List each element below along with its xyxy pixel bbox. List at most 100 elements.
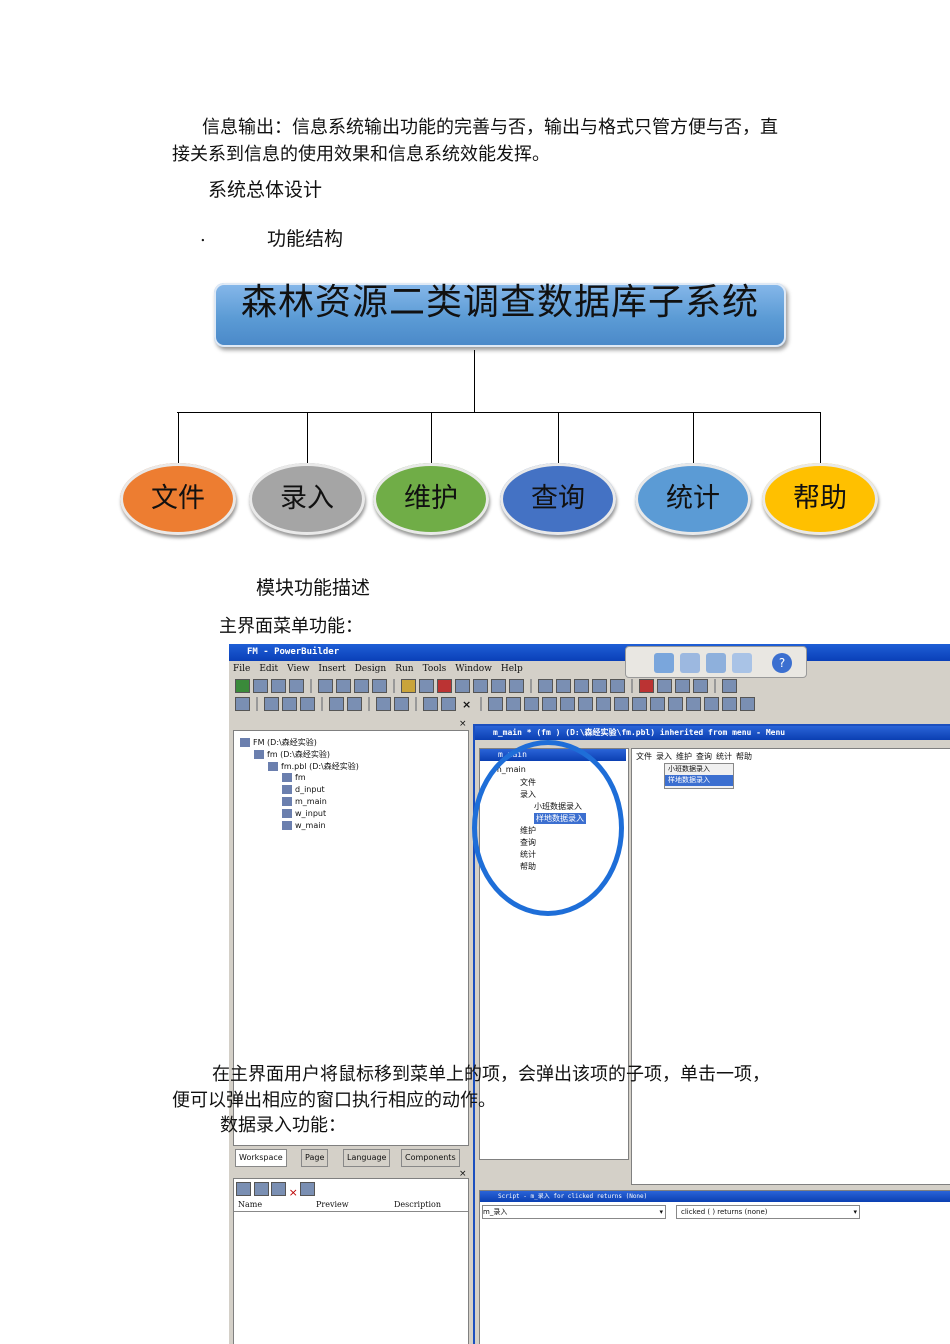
- preview-menu-item[interactable]: 统计: [716, 752, 732, 761]
- tool-icon[interactable]: [336, 679, 351, 693]
- paste-icon[interactable]: [300, 697, 315, 711]
- tool-icon[interactable]: [488, 697, 504, 711]
- tool-icon[interactable]: [632, 697, 648, 711]
- tool-icon[interactable]: [704, 697, 720, 711]
- tool-icon[interactable]: [596, 697, 612, 711]
- tool-icon[interactable]: [675, 679, 690, 693]
- tool-icon[interactable]: [654, 653, 674, 673]
- tree-item[interactable]: FM (D:\森经实验): [240, 737, 317, 748]
- tool-icon[interactable]: [722, 697, 738, 711]
- tool-icon[interactable]: [650, 697, 666, 711]
- tool-icon[interactable]: [639, 679, 654, 693]
- script-event-dropdown[interactable]: clicked ( ) returns (none) ▾: [676, 1205, 860, 1219]
- workspace-tab[interactable]: Components: [401, 1149, 460, 1167]
- tool-icon[interactable]: [732, 653, 752, 673]
- tree-item[interactable]: w_input: [282, 809, 326, 818]
- undo-icon[interactable]: [329, 697, 344, 711]
- tool-icon[interactable]: [354, 679, 369, 693]
- tool-icon[interactable]: [706, 653, 726, 673]
- menu-item[interactable]: Design: [354, 664, 387, 674]
- menu-item[interactable]: View: [287, 664, 310, 674]
- script-object-dropdown[interactable]: m_录入 ▾: [482, 1205, 666, 1219]
- tool-icon[interactable]: [423, 697, 438, 711]
- tool-icon[interactable]: [578, 697, 594, 711]
- save-icon[interactable]: [235, 697, 250, 711]
- tool-icon[interactable]: [473, 679, 488, 693]
- help-icon[interactable]: ?: [772, 653, 792, 673]
- tool-icon[interactable]: [693, 679, 708, 693]
- tool-icon[interactable]: [668, 697, 684, 711]
- column-header[interactable]: Preview: [316, 1200, 349, 1209]
- preview-menu-item[interactable]: 录入: [656, 752, 672, 761]
- menu-item[interactable]: Edit: [259, 664, 279, 674]
- tool-icon[interactable]: [318, 679, 333, 693]
- tool-icon[interactable]: [509, 679, 524, 693]
- tool-icon[interactable]: [401, 679, 416, 693]
- tool-icon[interactable]: [560, 697, 576, 711]
- tree-item[interactable]: m_main: [282, 797, 327, 806]
- column-header[interactable]: Name: [238, 1200, 263, 1209]
- tool-icon[interactable]: [437, 679, 452, 693]
- preview-menu-item[interactable]: 维护: [676, 752, 692, 761]
- preview-menu-item[interactable]: 帮助: [736, 752, 752, 761]
- preview-submenu-item[interactable]: 样地数据录入: [665, 775, 733, 786]
- tree-item[interactable]: d_input: [282, 785, 325, 794]
- column-header[interactable]: Description: [394, 1200, 441, 1209]
- preview-menu-item[interactable]: 查询: [696, 752, 712, 761]
- tool-icon[interactable]: [556, 679, 571, 693]
- copy-icon[interactable]: [282, 697, 297, 711]
- chevron-down-icon[interactable]: ▾: [659, 1208, 663, 1216]
- tool-icon[interactable]: [524, 697, 540, 711]
- tool-icon[interactable]: [740, 697, 756, 711]
- workspace-tab[interactable]: Page: [301, 1149, 329, 1167]
- chevron-down-icon[interactable]: ▾: [853, 1208, 857, 1216]
- close-icon[interactable]: ×: [459, 719, 467, 729]
- tool-icon[interactable]: [657, 679, 672, 693]
- tree-item[interactable]: fm.pbl (D:\森经实验): [268, 761, 359, 772]
- tool-icon[interactable]: [542, 697, 558, 711]
- tool-icon[interactable]: [491, 679, 506, 693]
- tree-item[interactable]: fm: [282, 773, 306, 782]
- menu-item[interactable]: Window: [455, 664, 492, 674]
- tool-icon[interactable]: [394, 697, 409, 711]
- delete-icon[interactable]: ×: [288, 1186, 298, 1199]
- tool-icon[interactable]: [722, 679, 737, 693]
- tool-icon[interactable]: [574, 679, 589, 693]
- tool-icon[interactable]: [538, 679, 553, 693]
- tool-icon[interactable]: [271, 1182, 287, 1196]
- menu-item[interactable]: Insert: [318, 664, 346, 674]
- tool-icon[interactable]: [614, 697, 630, 711]
- menu-item[interactable]: Tools: [422, 664, 447, 674]
- redo-icon[interactable]: [347, 697, 362, 711]
- tree-item[interactable]: fm (D:\森经实验): [254, 749, 330, 760]
- tool-icon[interactable]: [455, 679, 470, 693]
- menu-item[interactable]: Run: [395, 664, 414, 674]
- tool-icon[interactable]: [686, 697, 702, 711]
- workspace-tab[interactable]: Language: [343, 1149, 391, 1167]
- tool-icon[interactable]: [680, 653, 700, 673]
- tool-icon[interactable]: [592, 679, 607, 693]
- tree-node-icon: [254, 750, 264, 759]
- tool-icon[interactable]: [610, 679, 625, 693]
- tool-icon[interactable]: [441, 697, 456, 711]
- menu-item[interactable]: File: [233, 664, 251, 674]
- close-icon[interactable]: ×: [462, 697, 472, 711]
- preview-menu-item[interactable]: 文件: [636, 752, 652, 761]
- tool-icon[interactable]: [300, 1182, 316, 1196]
- workspace-tab[interactable]: Workspace: [235, 1149, 287, 1167]
- cut-icon[interactable]: [264, 697, 279, 711]
- tool-icon[interactable]: [235, 679, 250, 693]
- tool-icon[interactable]: [253, 679, 268, 693]
- tool-icon[interactable]: [506, 697, 522, 711]
- tree-item[interactable]: w_main: [282, 821, 326, 830]
- menu-item[interactable]: Help: [500, 664, 523, 674]
- tool-icon[interactable]: [236, 1182, 251, 1196]
- tool-icon[interactable]: [376, 697, 391, 711]
- close-icon[interactable]: ×: [459, 1169, 467, 1179]
- tool-icon[interactable]: [372, 679, 387, 693]
- tool-icon[interactable]: [419, 679, 434, 693]
- tool-icon[interactable]: [271, 679, 286, 693]
- tool-icon[interactable]: [289, 679, 304, 693]
- preview-submenu-item[interactable]: 小班数据录入: [668, 765, 710, 773]
- tool-icon[interactable]: [253, 1182, 269, 1196]
